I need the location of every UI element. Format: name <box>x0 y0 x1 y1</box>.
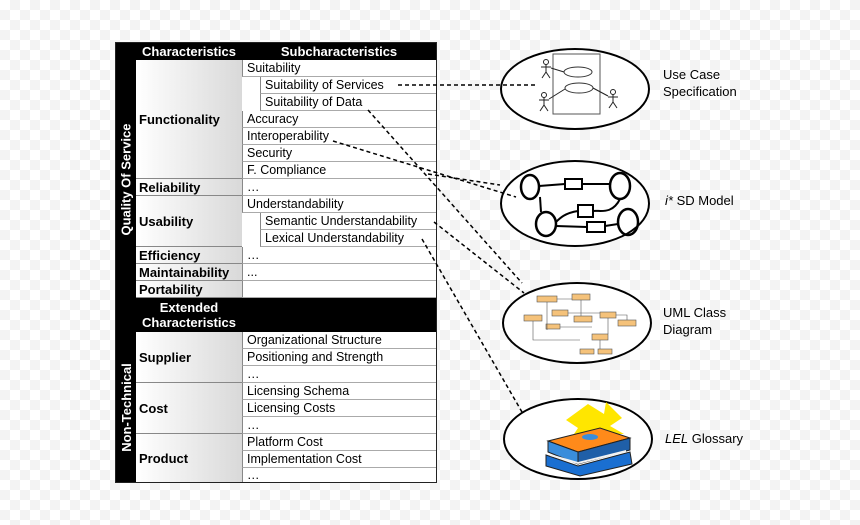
istar-suffix: SD Model <box>672 193 734 208</box>
use-case-label-line2: Specification <box>663 84 737 99</box>
char-supplier: Supplier <box>136 332 242 383</box>
char-maintainability: Maintainability <box>136 264 242 281</box>
sub-maintainability-ellipsis: ... <box>242 264 436 281</box>
use-case-diagram-icon <box>539 53 618 115</box>
sub-licensing-schema: Licensing Schema <box>242 383 436 400</box>
lel-label: LEL Glossary <box>665 430 785 447</box>
connector-interop-to-istar <box>332 140 517 198</box>
sub-cost-ellipsis: … <box>242 417 436 434</box>
header-characteristics: Characteristics <box>136 43 242 60</box>
uml-class-diagram-icon <box>523 293 637 355</box>
uml-label-line1: UML Class <box>663 305 727 320</box>
sub-understandability: Understandability <box>242 196 436 213</box>
lel-prefix: LEL <box>665 431 689 446</box>
header-subcharacteristics: Subcharacteristics <box>242 43 436 60</box>
use-case-label: Use Case Specification <box>663 66 783 100</box>
extended-header-right <box>242 298 436 332</box>
lel-books-icon <box>545 402 633 477</box>
sub-positioning-and-strength: Positioning and Strength <box>242 349 436 366</box>
sub-efficiency-ellipsis: … <box>242 247 436 264</box>
extended-corner <box>116 298 136 332</box>
char-functionality: Functionality <box>136 60 242 179</box>
lel-suffix: Glossary <box>688 431 744 446</box>
quality-of-service-side-label: Quality Of Service <box>116 60 136 298</box>
sub-platform-cost: Platform Cost <box>242 434 436 451</box>
sub-suitability-of-services: Suitability of Services <box>260 77 436 94</box>
extended-characteristics-label: Extended Characteristics <box>136 298 242 332</box>
sub-licensing-costs: Licensing Costs <box>242 400 436 417</box>
non-technical-side-label: Non-Technical <box>116 332 136 482</box>
char-reliability: Reliability <box>136 179 242 196</box>
sub-supplier-ellipsis: … <box>242 366 436 383</box>
sub-lexical-understandability: Lexical Understandability <box>260 230 436 247</box>
quality-characteristics-table: Characteristics Subcharacteristics Quali… <box>115 42 437 483</box>
istar-sd-label: i* SD Model <box>665 192 785 209</box>
sub-organizational-structure: Organizational Structure <box>242 332 436 349</box>
sub-implementation-cost: Implementation Cost <box>242 451 436 468</box>
dashed-connectors <box>332 84 538 413</box>
uml-label-line2: Diagram <box>663 322 713 337</box>
sub-reliability-ellipsis: … <box>242 179 436 196</box>
sub-semantic-understandability: Semantic Understandability <box>260 213 436 230</box>
sub-product-ellipsis: … <box>242 468 436 482</box>
istar-sd-diagram-icon <box>519 171 640 238</box>
char-portability: Portability <box>136 281 242 298</box>
uml-label: UML Class Diagram <box>663 304 783 338</box>
connector-lexical-to-lel <box>421 238 523 413</box>
sub-portability-empty <box>242 281 436 298</box>
sub-accuracy: Accuracy <box>242 111 436 128</box>
istar-prefix: i* <box>665 193 673 208</box>
sub-suitability-of-data: Suitability of Data <box>260 94 436 111</box>
header-corner <box>116 43 136 60</box>
char-efficiency: Efficiency <box>136 247 242 264</box>
char-product: Product <box>136 434 242 482</box>
use-case-label-line1: Use Case <box>663 67 721 82</box>
sub-suitability: Suitability <box>242 60 436 77</box>
sub-f-compliance: F. Compliance <box>242 162 436 179</box>
connector-data-to-uml <box>367 109 523 284</box>
char-cost: Cost <box>136 383 242 434</box>
connector-compliance-to-istar <box>427 173 501 186</box>
connector-semantic-to-uml <box>433 221 525 294</box>
char-usability: Usability <box>136 196 242 247</box>
